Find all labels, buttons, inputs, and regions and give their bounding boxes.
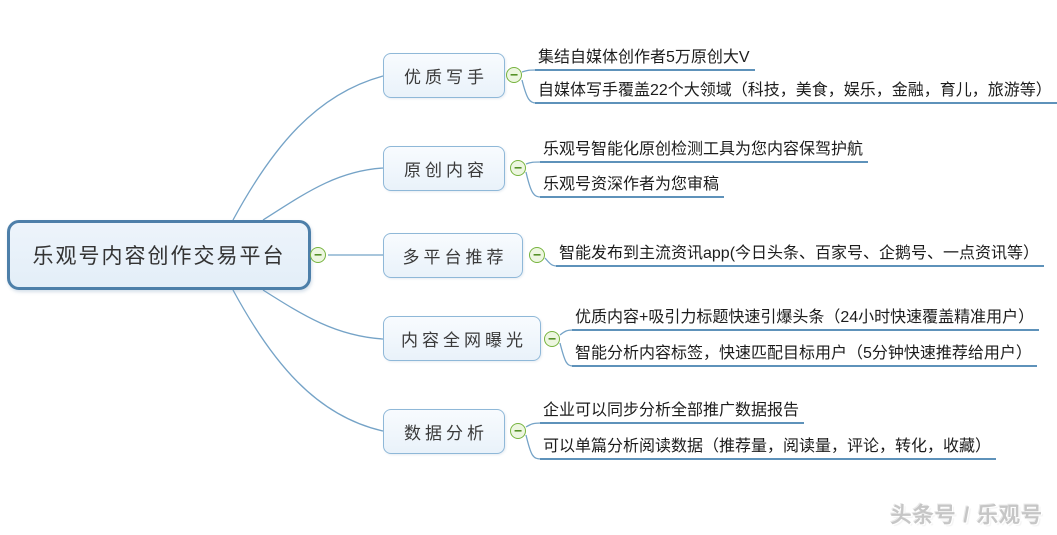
connector-branch1-leaf1	[521, 69, 537, 73]
branch-node-multi-platform[interactable]: 多平台推荐	[383, 233, 523, 278]
branch-node-original-content[interactable]: 原创内容	[383, 146, 505, 191]
connector-branch2-leaf1	[525, 161, 542, 165]
connector-branch3-leaf1	[544, 257, 558, 267]
leaf-node[interactable]: 优质内容+吸引力标题快速引爆头条（24小时快速覆盖精准用户）	[572, 308, 1040, 331]
collapse-minus-icon[interactable]: −	[529, 247, 545, 263]
leaf-node[interactable]: 可以单篇分析阅读数据（推荐量，阅读量，评论，转化，收藏）	[540, 437, 997, 460]
branch-node-quality-writers[interactable]: 优质写手	[383, 53, 505, 98]
connector-branch4-leaf1	[559, 329, 574, 336]
leaf-node[interactable]: 企业可以同步分析全部推广数据报告	[540, 401, 805, 424]
collapse-minus-icon[interactable]: −	[510, 423, 526, 439]
leaf-node[interactable]: 自媒体写手覆盖22个大领域（科技，美食，娱乐，金融，育儿，旅游等）	[535, 81, 1057, 104]
leaf-node[interactable]: 集结自媒体创作者5万原创大V	[535, 48, 755, 71]
leaf-node[interactable]: 乐观号资深作者为您审稿	[540, 175, 725, 198]
connector-branch4-leaf2	[559, 342, 574, 367]
branch-node-network-exposure[interactable]: 内容全网曝光	[383, 316, 541, 361]
connector-branch5-leaf1	[525, 422, 542, 428]
connector-branch5-leaf2	[525, 434, 542, 460]
collapse-minus-icon[interactable]: −	[310, 247, 326, 263]
leaf-node[interactable]: 乐观号智能化原创检测工具为您内容保驾护航	[540, 140, 869, 163]
collapse-minus-icon[interactable]: −	[510, 160, 526, 176]
branch-node-data-analysis[interactable]: 数据分析	[383, 409, 505, 454]
connector-branch2-leaf2	[525, 171, 542, 198]
connector-root-branch1	[232, 75, 384, 221]
watermark: 头条号 / 乐观号	[890, 504, 1043, 527]
root-node[interactable]: 乐观号内容创作交易平台	[7, 220, 311, 290]
connector-root-branch2	[262, 167, 384, 221]
connector-branch1-leaf2	[521, 79, 537, 104]
collapse-minus-icon[interactable]: −	[544, 331, 560, 347]
collapse-minus-icon[interactable]: −	[506, 67, 522, 83]
connector-root-branch4	[262, 289, 384, 340]
leaf-node[interactable]: 智能分析内容标签，快速匹配目标用户（5分钟快速推荐给用户）	[572, 344, 1037, 367]
connector-root-branch5	[232, 289, 384, 432]
leaf-node[interactable]: 智能发布到主流资讯app(今日头条、百家号、企鹅号、一点资讯等）	[556, 244, 1045, 267]
